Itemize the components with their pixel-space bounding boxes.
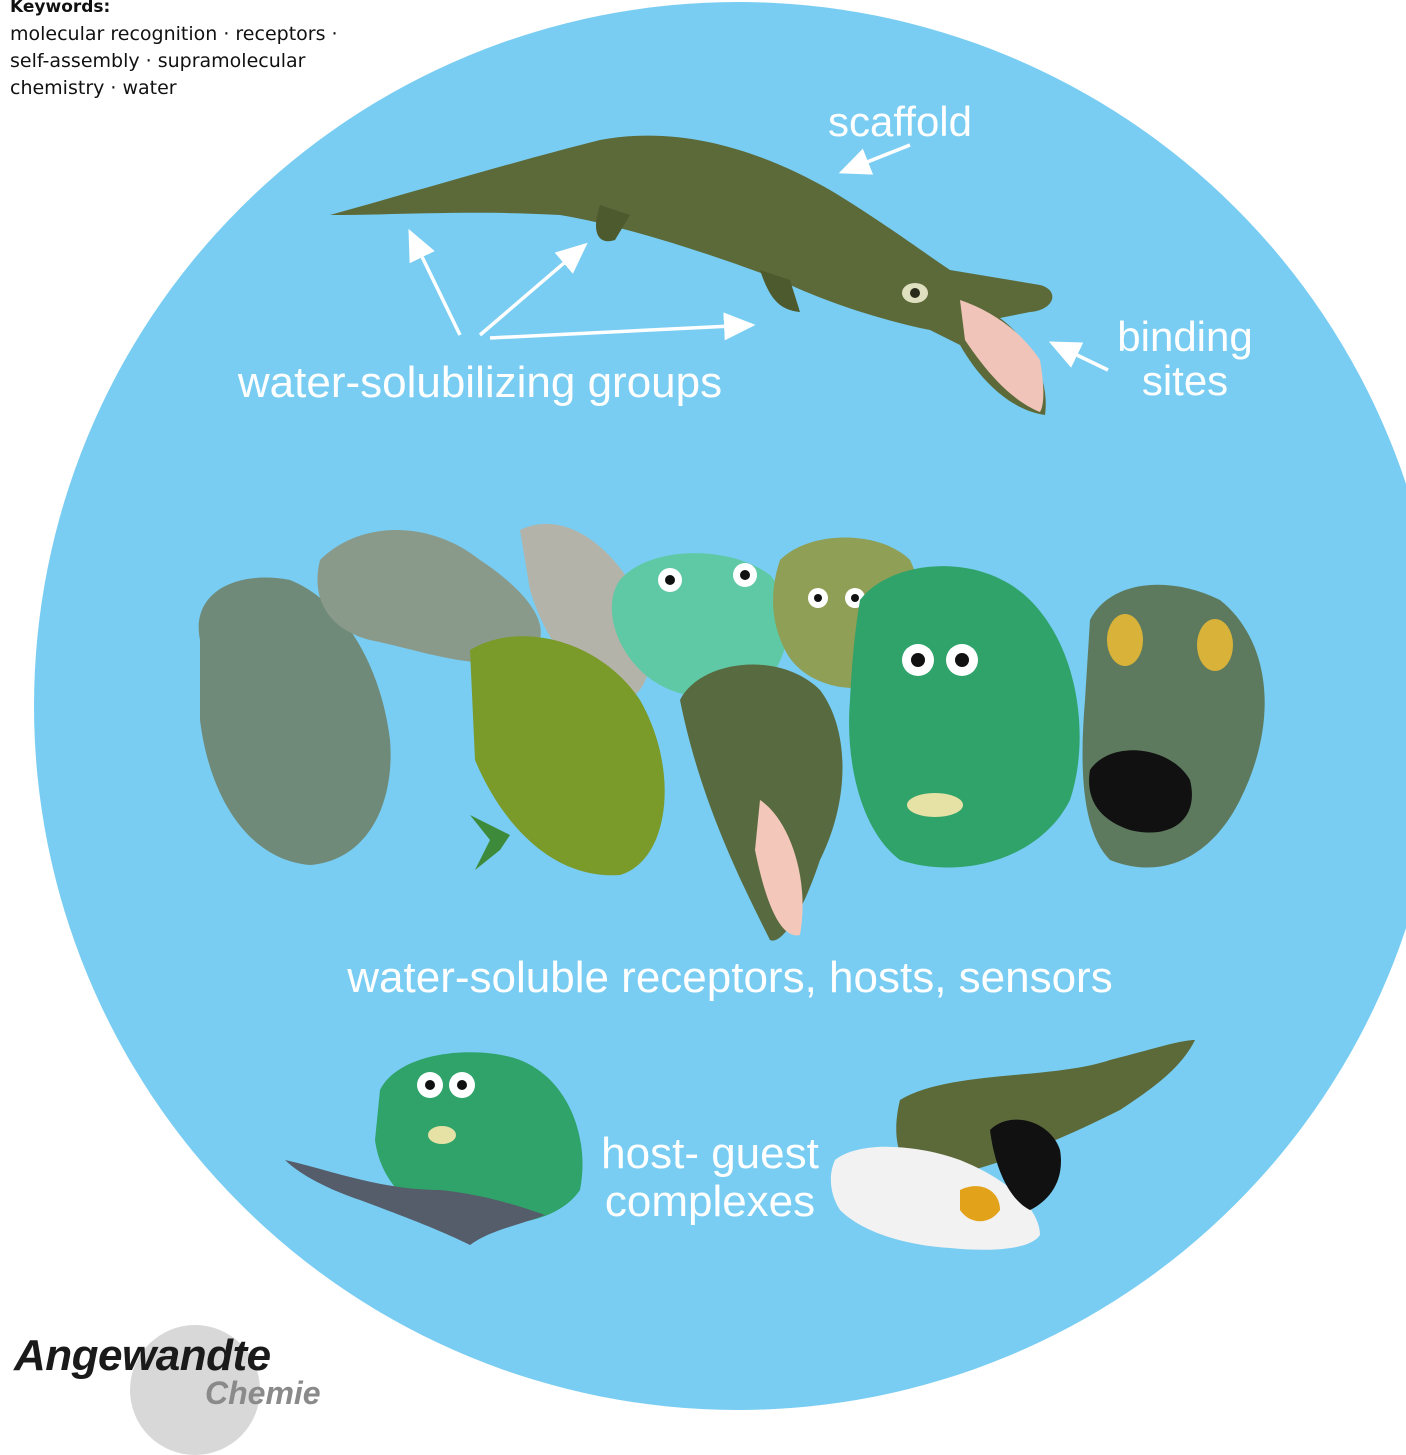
- host-guest-right: [831, 1040, 1195, 1250]
- arrow-to-scaffold: [842, 145, 910, 172]
- label-host-guest-complexes: host- guest complexes: [560, 1130, 860, 1227]
- tiny-lizard: [470, 815, 510, 870]
- receptor-crocodiles: [199, 524, 1265, 941]
- label-water-solubilizing-groups: water-solubilizing groups: [190, 360, 770, 406]
- arrow-to-body: [490, 325, 752, 338]
- host-guest-left: [285, 1052, 583, 1245]
- label-scaffold: scaffold: [790, 100, 1010, 144]
- label-binding-sites: binding sites: [1090, 315, 1280, 403]
- arrow-to-leg: [480, 245, 585, 335]
- logo-angewandte: Angewandte: [14, 1331, 271, 1381]
- logo-chemie: Chemie: [205, 1375, 321, 1412]
- label-receptors-hosts-sensors: water-soluble receptors, hosts, sensors: [270, 955, 1190, 1001]
- journal-logo: Angewandte Chemie: [0, 1325, 360, 1411]
- green-cartoon-crocodile: [849, 566, 1080, 867]
- arrow-to-tail: [410, 232, 460, 335]
